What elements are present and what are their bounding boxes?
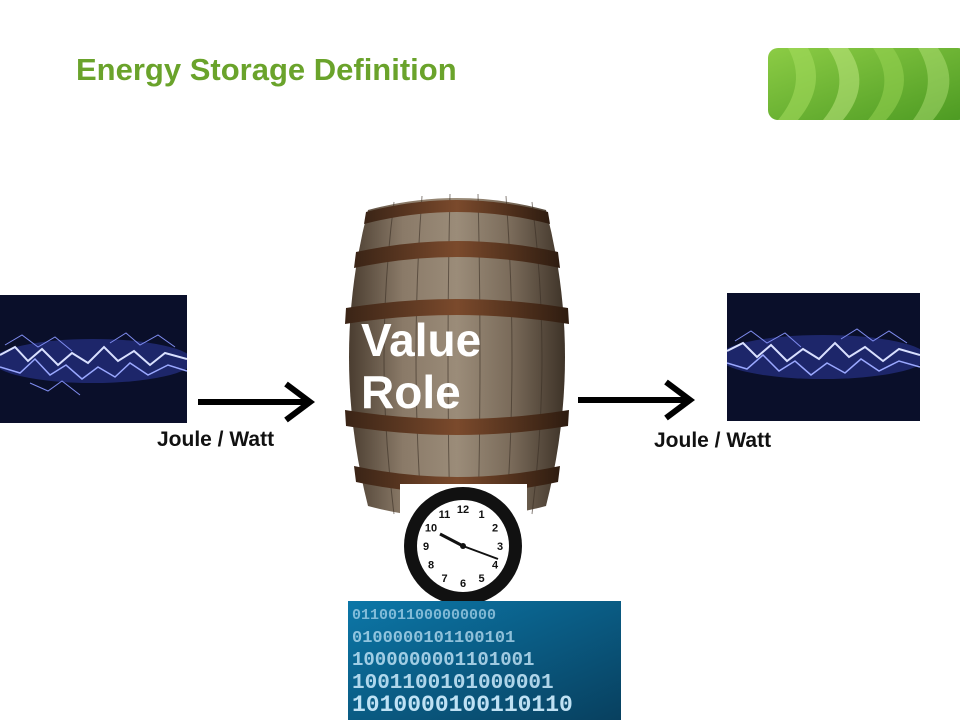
lightning-image-input xyxy=(0,295,193,423)
binary-row: 0110011000000000 xyxy=(352,607,496,624)
binary-row: 1001100101000001 xyxy=(352,672,554,695)
barrel-caption: Value Role xyxy=(361,314,481,418)
binary-row: 1010000100110110 xyxy=(352,692,573,718)
clock-numeral: 4 xyxy=(492,560,499,572)
barrel-caption-line1: Value xyxy=(361,314,482,366)
arrow-icon-output xyxy=(576,378,698,422)
clock-numeral: 10 xyxy=(425,523,437,535)
clock-numeral: 5 xyxy=(478,573,484,585)
brand-decoration xyxy=(768,48,960,120)
slide-title: Energy Storage Definition xyxy=(76,52,457,87)
lightning-image-output xyxy=(719,293,927,421)
clock-numeral: 9 xyxy=(423,541,429,553)
binary-row: 1000000001101001 xyxy=(352,649,534,671)
binary-row: 0100000101100101 xyxy=(352,629,515,648)
clock-numeral: 11 xyxy=(439,509,451,521)
clock-numeral: 2 xyxy=(492,523,498,535)
clock-numeral: 6 xyxy=(460,578,466,590)
clock-numeral: 7 xyxy=(441,573,447,585)
clock-numeral: 8 xyxy=(428,560,434,572)
clock-numeral: 3 xyxy=(497,541,503,553)
arrow-icon-input xyxy=(196,380,318,424)
clock-numeral: 1 xyxy=(478,509,484,521)
input-unit-label: Joule / Watt xyxy=(157,428,275,451)
barrel-caption-line2: Role xyxy=(361,366,461,418)
clock-numeral: 12 xyxy=(457,504,469,516)
output-unit-label: Joule / Watt xyxy=(654,429,772,452)
